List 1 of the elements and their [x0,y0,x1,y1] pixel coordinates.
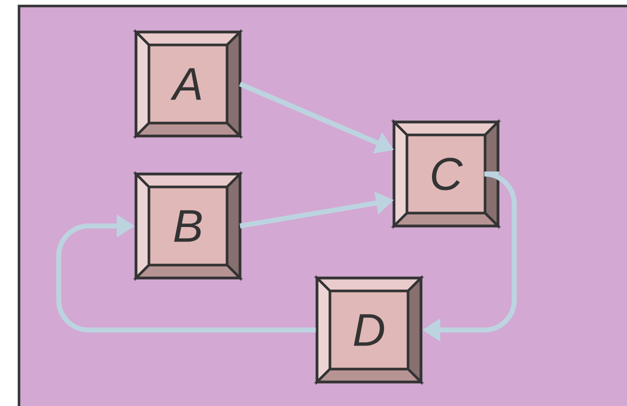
arrow [56,214,316,332]
